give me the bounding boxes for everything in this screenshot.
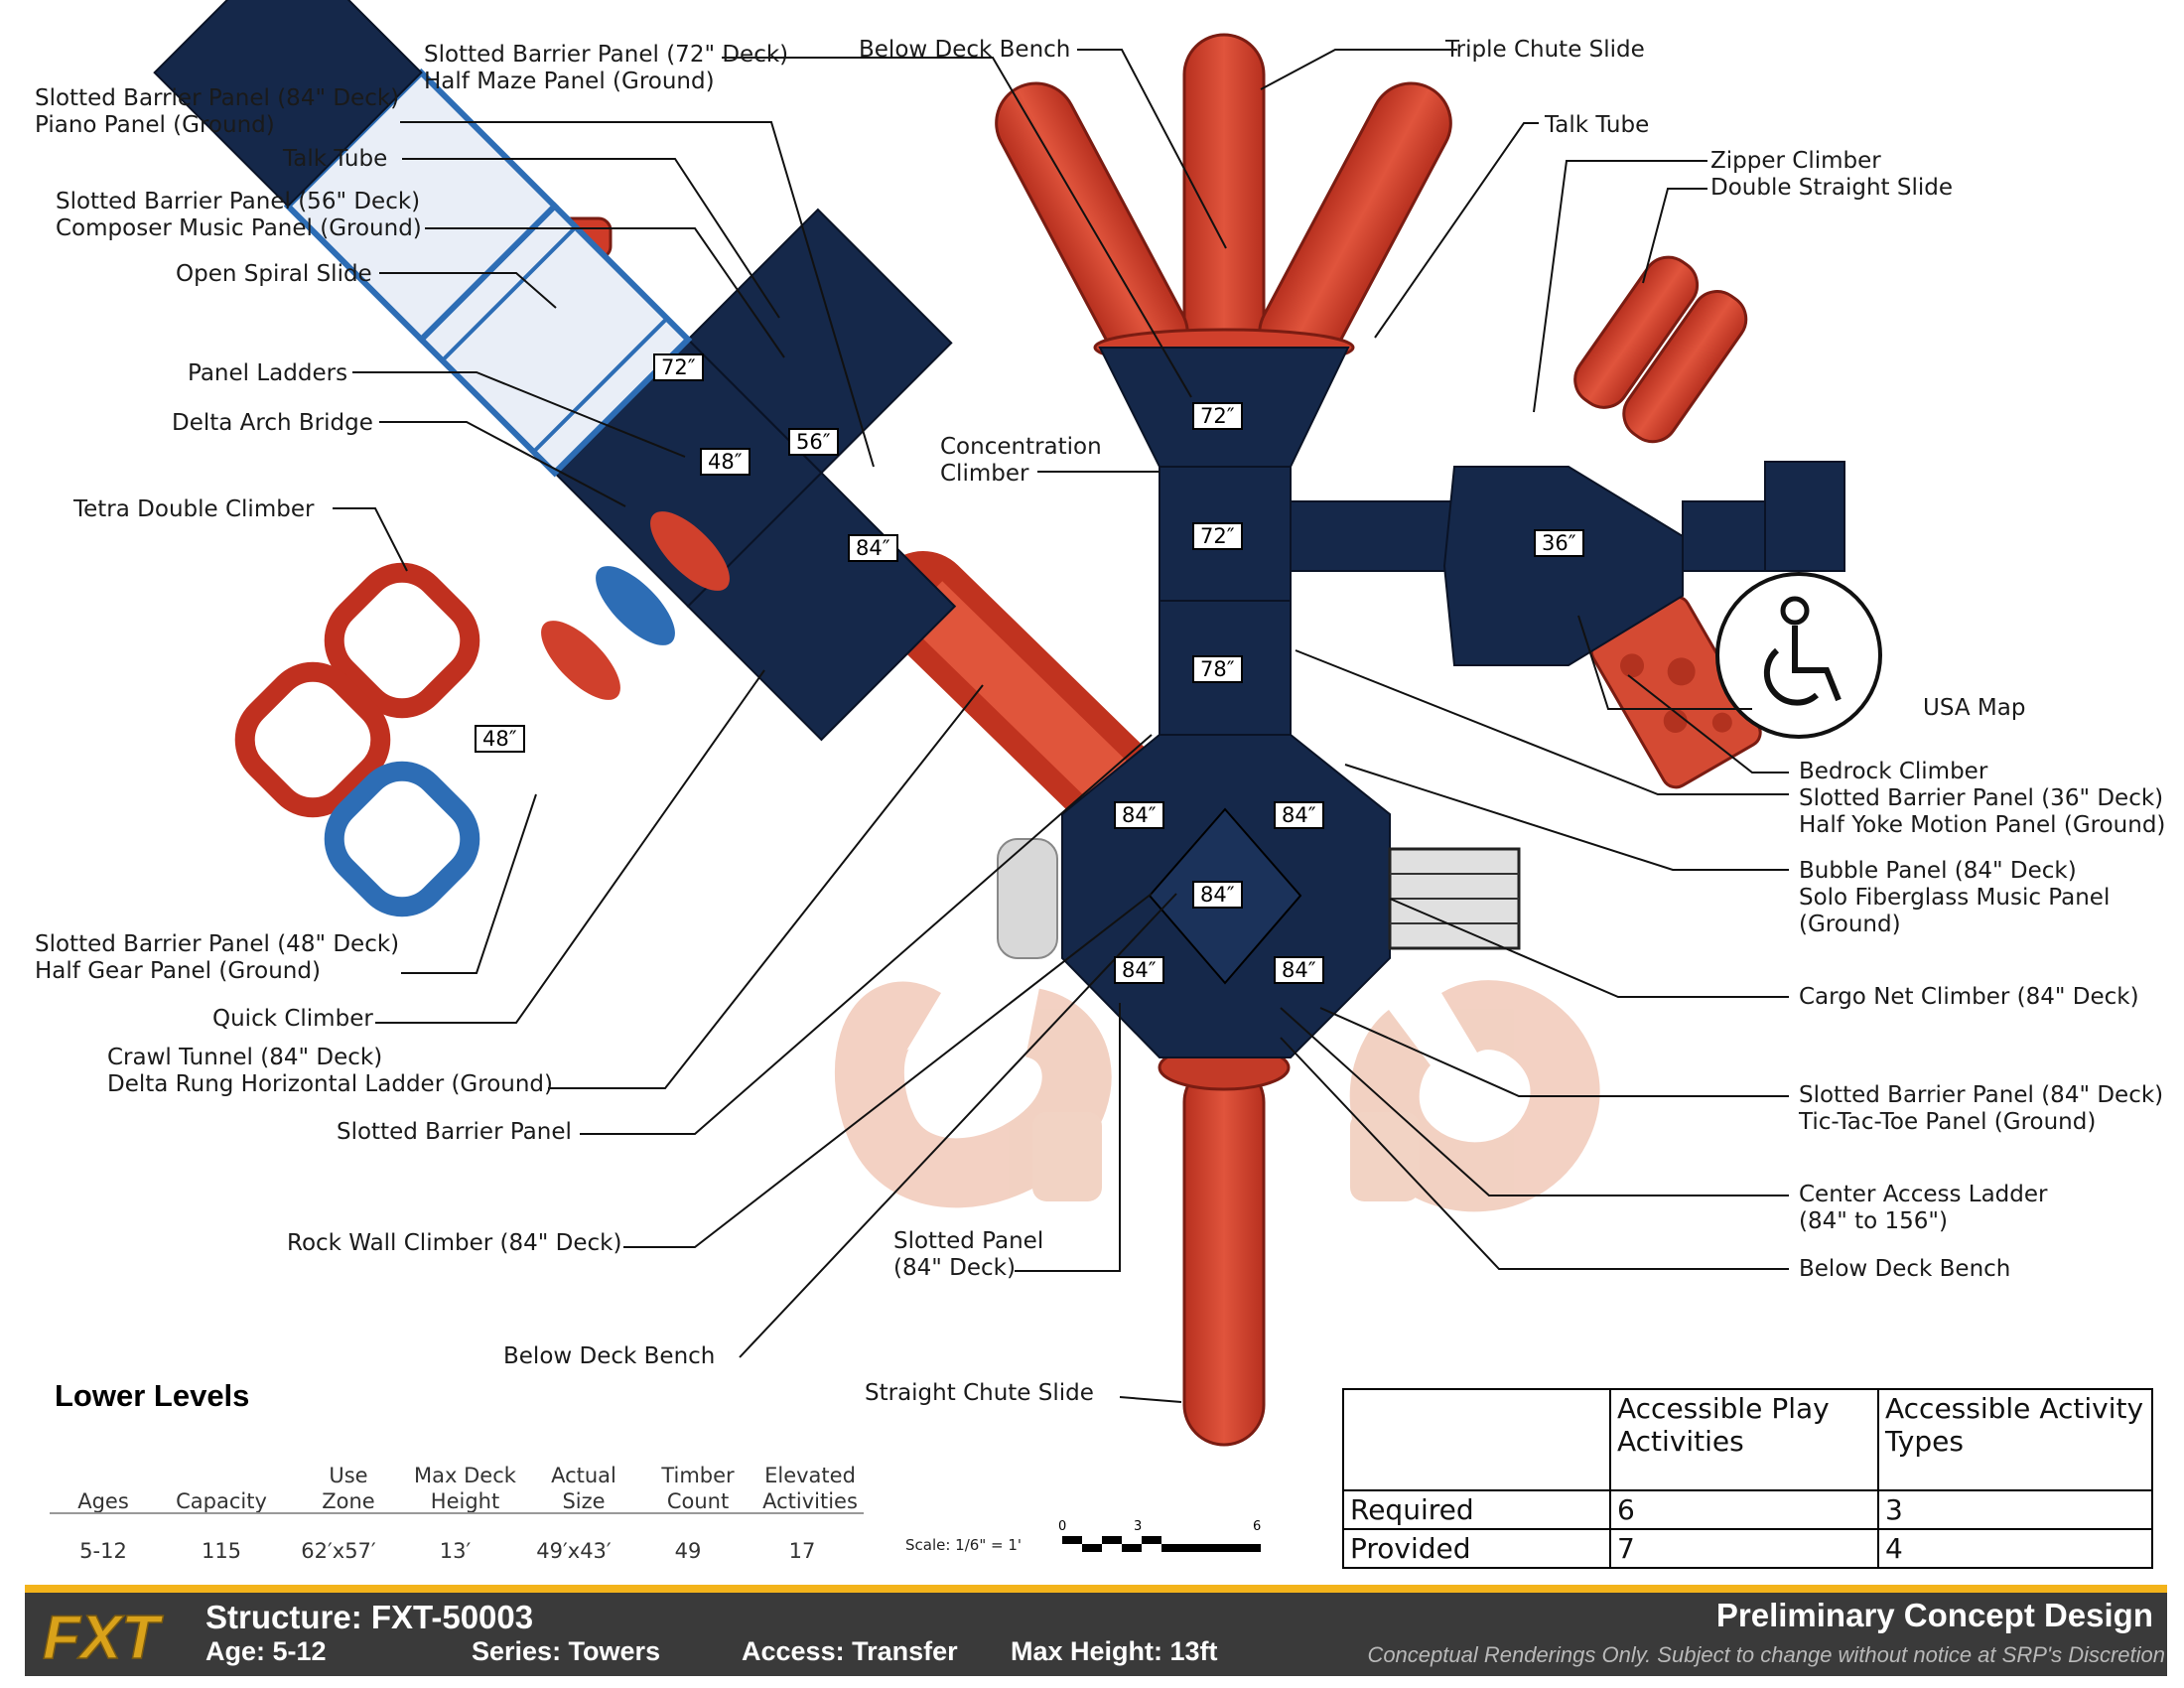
callout-cargo-net-climber: Cargo Net Climber (84" Deck)	[1799, 984, 2139, 1010]
callout-triple-chute-slide: Triple Chute Slide	[1445, 37, 1645, 63]
callout-slotted-barrier-panel: Slotted Barrier Panel	[337, 1119, 572, 1145]
lower-levels-specs: Ages Capacity Use Zone Max Deck Height A…	[48, 1430, 862, 1514]
callout-slotted-barrier-48: Slotted Barrier Panel (48" Deck)Half Gea…	[35, 931, 400, 984]
deck-label-72-left: 72″	[653, 353, 704, 381]
right-tower-arm	[1290, 461, 1845, 666]
double-straight-slide	[1573, 255, 1748, 444]
scale-tick-6: 6	[1253, 1519, 1261, 1534]
deck-label-36: 36″	[1534, 529, 1584, 557]
deck-label-84-tr: 84″	[1274, 801, 1324, 829]
callout-slotted-barrier-84-tic: Slotted Barrier Panel (84" Deck)Tic-Tac-…	[1799, 1082, 2164, 1135]
spec-value-max-deck-height: 13′	[439, 1539, 472, 1563]
acc-row-required-types: 3	[1877, 1489, 2153, 1530]
fxt-logo: FXT	[42, 1603, 165, 1670]
footer-series: Series: Towers	[472, 1636, 661, 1666]
acc-row-required-label: Required	[1342, 1489, 1611, 1530]
deck-label-84-br: 84″	[1274, 956, 1324, 984]
callout-straight-chute-slide: Straight Chute Slide	[865, 1380, 1094, 1406]
spec-value-actual-size: 49′x43′	[536, 1539, 612, 1563]
acc-row-provided-types: 4	[1877, 1528, 2153, 1569]
logo-text: FXT	[43, 1604, 164, 1670]
callout-panel-ladders: Panel Ladders	[188, 360, 348, 386]
spec-header-elevated-activities: Elevated Activities	[762, 1464, 858, 1513]
callout-below-deck-bench-bottom: Below Deck Bench	[503, 1343, 716, 1369]
callout-rock-wall-climber: Rock Wall Climber (84" Deck)	[287, 1230, 622, 1256]
acc-header-blank	[1342, 1388, 1611, 1491]
callout-slotted-barrier-56: Slotted Barrier Panel (56" Deck)Composer…	[56, 189, 422, 241]
callout-bubble-panel: Bubble Panel (84" Deck)Solo Fiberglass M…	[1799, 858, 2111, 937]
callout-slotted-barrier-84-piano: Slotted Barrier Panel (84" Deck)Piano Pa…	[35, 85, 400, 138]
scale-bar-graphic: 0 3 6	[1058, 1519, 1261, 1552]
ghost-spiral-slides	[834, 980, 1600, 1212]
acc-row-required-play: 6	[1609, 1489, 1879, 1530]
footer-structure: Structure: FXT-50003	[205, 1599, 534, 1635]
scale-label: Scale: 1/6" = 1'	[905, 1536, 1022, 1554]
center-tower-column	[1061, 347, 1391, 1058]
deck-label-78: 78″	[1192, 655, 1243, 683]
acc-row-provided-play: 7	[1609, 1528, 1879, 1569]
diagonal-tube-slide	[874, 551, 1171, 844]
callout-talk-tube-right: Talk Tube	[1545, 112, 1650, 138]
callout-below-deck-bench-right: Below Deck Bench	[1799, 1256, 2011, 1282]
spec-value-elevated-activities: 17	[788, 1539, 816, 1563]
callout-tetra-double-climber: Tetra Double Climber	[73, 496, 315, 522]
footer-max-height: Max Height: 13ft	[1011, 1636, 1218, 1666]
footer-bar: FXT Structure: FXT-50003 Age: 5-12 Serie…	[25, 1585, 2167, 1676]
callout-leader-lines	[333, 49, 1789, 1403]
lower-levels-title: Lower Levels	[55, 1378, 250, 1413]
acc-row-provided-label: Provided	[1342, 1528, 1611, 1569]
accessibility-table: Accessible Play Activities Accessible Ac…	[1342, 1388, 2153, 1569]
callout-open-spiral-slide: Open Spiral Slide	[176, 261, 372, 287]
deck-label-72-mid: 72″	[1192, 522, 1243, 550]
callout-quick-climber: Quick Climber	[212, 1006, 373, 1032]
triple-chute-slide	[995, 33, 1452, 375]
footer-disclaimer: Conceptual Renderings Only. Subject to c…	[1367, 1642, 2165, 1667]
deck-label-48-top: 48″	[700, 448, 751, 476]
spec-header-timber-count: Timber Count	[661, 1464, 735, 1513]
deck-label-48-left: 48″	[475, 725, 525, 753]
acc-header-activity-types: Accessible Activity Types	[1877, 1388, 2153, 1491]
callout-usa-map: USA Map	[1923, 695, 2026, 721]
callout-delta-arch-bridge: Delta Arch Bridge	[172, 410, 373, 436]
footer-access: Access: Transfer	[742, 1636, 958, 1666]
deck-label-84-center: 84″	[1192, 881, 1243, 909]
callout-talk-tube-left: Talk Tube	[283, 146, 388, 172]
spec-header-use-zone: Use Zone	[322, 1464, 375, 1513]
deck-label-72-top: 72″	[1192, 402, 1243, 430]
spec-header-actual-size: Actual Size	[551, 1464, 616, 1513]
footer-age: Age: 5-12	[205, 1636, 327, 1666]
deck-label-84-left: 84″	[848, 534, 898, 562]
spec-value-ages: 5-12	[79, 1539, 127, 1563]
spec-value-use-zone: 62′x57′	[301, 1539, 376, 1563]
delta-arch-bridge	[541, 511, 730, 700]
deck-label-84-tl: 84″	[1114, 801, 1164, 829]
callout-below-deck-bench-top: Below Deck Bench	[859, 37, 1071, 63]
footer-design-title: Preliminary Concept Design	[1715, 1597, 2153, 1633]
straight-chute-slide	[1158, 1044, 1291, 1447]
callout-crawl-tunnel: Crawl Tunnel (84" Deck)Delta Rung Horizo…	[107, 1045, 554, 1097]
spec-header-capacity: Capacity	[176, 1489, 267, 1513]
spec-value-capacity: 115	[201, 1539, 242, 1563]
cargo-net-climber	[997, 838, 1521, 959]
callout-slotted-barrier-72: Slotted Barrier Panel (72" Deck)Half Maz…	[424, 42, 789, 94]
scale-tick-0: 0	[1058, 1519, 1066, 1534]
spec-header-max-deck-height: Max Deck Height	[414, 1464, 516, 1513]
tetra-double-climber	[234, 562, 480, 917]
spec-header-ages: Ages	[77, 1489, 129, 1513]
deck-label-84-bl: 84″	[1114, 956, 1164, 984]
acc-header-play-activities: Accessible Play Activities	[1609, 1388, 1879, 1491]
scale-tick-3: 3	[1134, 1519, 1142, 1534]
callout-center-access-ladder: Center Access Ladder(84" to 156")	[1799, 1182, 2048, 1234]
callout-slotted-panel-84: Slotted Panel(84" Deck)	[893, 1228, 1044, 1281]
spec-divider	[50, 1512, 864, 1514]
deck-label-56: 56″	[788, 428, 839, 456]
spec-value-timber-count: 49	[674, 1539, 702, 1563]
wheelchair-icon	[1715, 572, 1882, 739]
